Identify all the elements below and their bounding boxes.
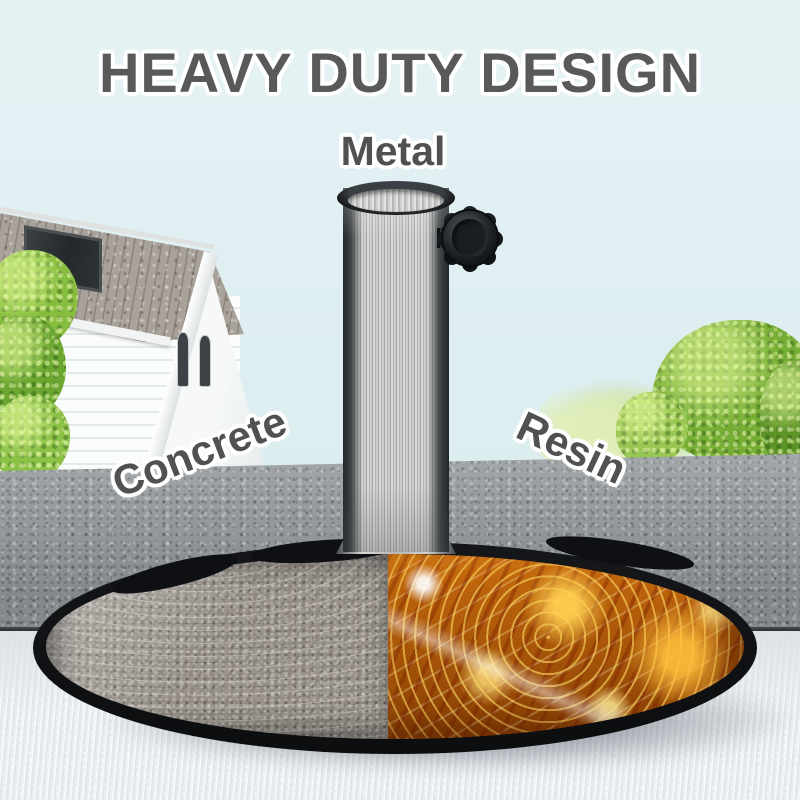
gable-window-left xyxy=(177,332,189,387)
base-resin-half xyxy=(388,554,744,739)
gable-window-right xyxy=(199,335,211,387)
bush-right-small xyxy=(616,392,688,466)
bush-left-bottom xyxy=(0,396,70,482)
base-concrete-half xyxy=(46,554,388,739)
tightening-knob xyxy=(438,205,502,271)
umbrella-base xyxy=(33,542,757,754)
headline: HEAVY DUTY DESIGN xyxy=(98,41,702,104)
label-metal: Metal xyxy=(340,128,446,174)
umbrella-base-surface xyxy=(46,554,744,739)
umbrella-pole xyxy=(343,188,449,552)
pole-top-opening xyxy=(348,189,444,212)
